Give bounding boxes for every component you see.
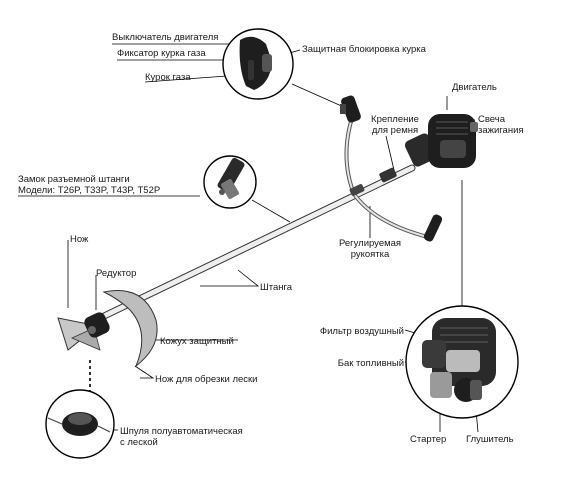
label-throttle-trigger: Курок газа: [145, 72, 191, 83]
label-spool-line2: с леской: [120, 437, 158, 448]
label-throttle-lock: Фиксатор курка газа: [117, 48, 206, 59]
leader-line-cutter: [134, 365, 155, 379]
label-engine-switch: Выключатель двигателя: [112, 32, 219, 43]
label-spool-line1: Шпуля полуавтоматическая: [120, 426, 243, 437]
label-spark-plug-line2: зажигания: [478, 125, 524, 136]
label-guard: Кожух защитный: [160, 336, 234, 347]
engine-detail-icon: [422, 318, 496, 402]
label-fuel-tank: Бак топливный: [337, 358, 404, 369]
label-adjustable-handle: Регулируемая рукоятка: [336, 238, 404, 260]
connector-grip-detail: [291, 83, 347, 109]
label-muffler: Глушитель: [466, 434, 514, 445]
label-air-filter: Фильтр воздушный: [319, 326, 404, 337]
label-blade: Нож: [70, 234, 89, 245]
label-shaft: Штанга: [260, 282, 293, 293]
label-shaft-lock-line2: Модели: T26P, T33P, T43P, T52P: [18, 185, 161, 196]
label-harness-mount: Крепление для ремня: [368, 114, 422, 136]
connector-shaft-lock: [251, 199, 291, 223]
label-adjustable-handle-line1: Регулируемая: [338, 238, 402, 249]
spool-icon: [47, 412, 111, 436]
label-spark-plug-line1: Свеча: [478, 114, 506, 125]
handle-clamp: [349, 167, 397, 196]
cutting-head-icon: [57, 290, 158, 368]
label-spark-plug: Свеча зажигания: [478, 114, 524, 136]
label-engine: Двигатель: [452, 82, 497, 93]
label-starter: Стартер: [410, 434, 447, 445]
leader-harness: [385, 135, 395, 171]
label-gearbox: Редуктор: [96, 268, 137, 279]
label-adjustable-handle-line2: рукоятка: [350, 249, 390, 260]
leader-shaft: [200, 269, 260, 287]
right-grip: [423, 214, 443, 242]
label-spool: Шпуля полуавтоматическая с леской: [120, 426, 243, 448]
engine-icon: [404, 114, 478, 168]
label-harness-mount-line1: Крепление: [371, 114, 419, 125]
label-line-cutter: Нож для обрезки лески: [155, 374, 258, 385]
handle-icon: [239, 36, 272, 90]
label-shaft-lock: Замок разъемной штанги Модели: T26P, T33…: [18, 174, 160, 196]
shaft-lock-icon: [217, 157, 245, 200]
label-harness-mount-line2: для ремня: [371, 125, 419, 136]
label-shaft-lock-line1: Замок разъемной штанги: [18, 174, 130, 185]
left-grip: [340, 95, 361, 123]
label-safety-lockout: Защитная блокировка курка: [302, 44, 426, 55]
